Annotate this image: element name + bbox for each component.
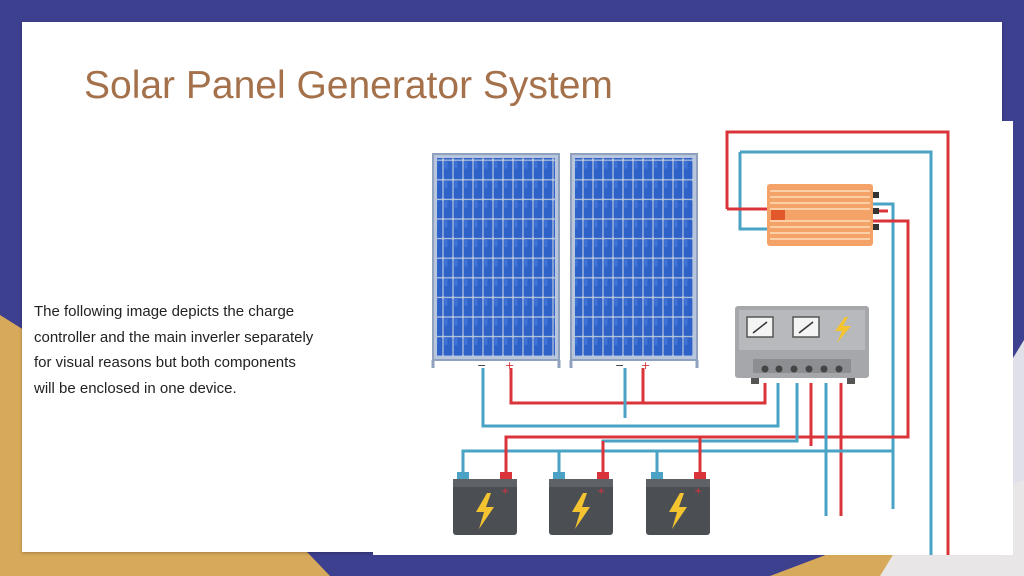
- svg-text:+: +: [597, 486, 605, 497]
- description-line: The following image depicts the charge: [34, 303, 295, 320]
- slide-description: The following image depicts the charge c…: [34, 299, 374, 401]
- charge-controller-icon: [735, 306, 869, 384]
- solar-panel-icon: [569, 153, 699, 368]
- description-line: will be enclosed in one device.: [34, 379, 237, 397]
- wiring: [461, 130, 950, 555]
- svg-text:+: +: [501, 486, 509, 497]
- lightning-icon: [476, 493, 494, 529]
- panel-negative-terminal: −: [477, 359, 486, 372]
- panel-positive-terminal: +: [505, 359, 514, 372]
- lightning-icon: [572, 493, 590, 529]
- battery-icon: +: [646, 472, 710, 535]
- solar-panel-icon: [431, 153, 561, 368]
- inverter-icon: [767, 184, 879, 246]
- panel-negative-terminal: −: [615, 359, 624, 372]
- battery-icon: +: [549, 472, 613, 535]
- svg-text:+: +: [694, 486, 702, 497]
- slide-title: Solar Panel Generator System: [84, 64, 613, 107]
- panel-positive-terminal: +: [641, 359, 650, 372]
- description-line: for visual reasons but both components: [34, 354, 296, 371]
- lightning-icon: [669, 493, 687, 529]
- solar-system-diagram: − + − +: [373, 121, 1013, 555]
- battery-icon: +: [453, 472, 517, 535]
- description-line: controller and the main inverler separat…: [34, 328, 314, 346]
